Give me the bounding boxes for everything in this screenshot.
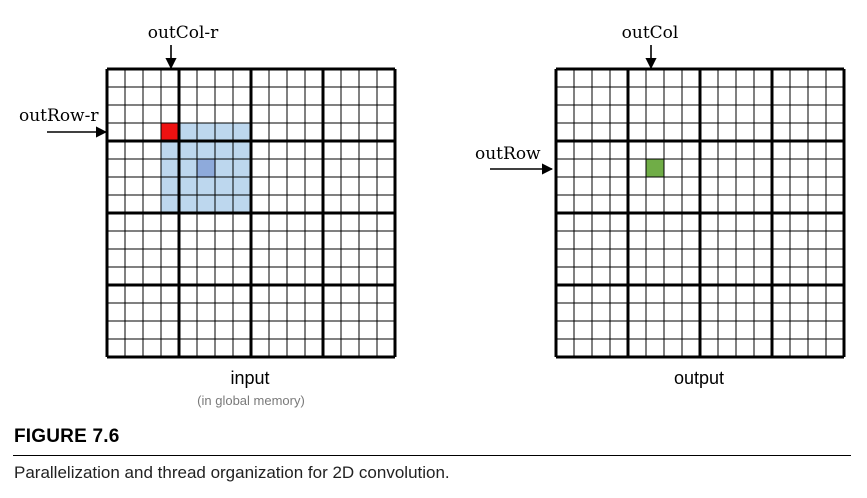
input-row-label: outRow-r — [19, 106, 99, 126]
figure-caption: Parallelization and thread organization … — [14, 463, 450, 482]
output-col-label: outCol — [622, 23, 679, 43]
input-highlights — [161, 123, 251, 213]
input-caption: input — [230, 368, 269, 388]
input-grid — [105, 67, 397, 359]
input-grid-lines — [105, 67, 397, 359]
caption-divider — [13, 455, 851, 456]
output-highlights — [646, 159, 664, 177]
output-caption: output — [674, 368, 724, 388]
input-start-cell — [161, 123, 179, 141]
output-grid — [554, 67, 846, 359]
output-grid-lines — [554, 67, 846, 359]
output-row-label: outRow — [475, 144, 541, 164]
input-subcaption: (in global memory) — [197, 393, 305, 408]
input-col-label: outCol-r — [148, 23, 219, 43]
figure-label: FIGURE 7.6 — [14, 426, 120, 447]
output-cell — [646, 159, 664, 177]
input-center-cell — [197, 159, 215, 177]
